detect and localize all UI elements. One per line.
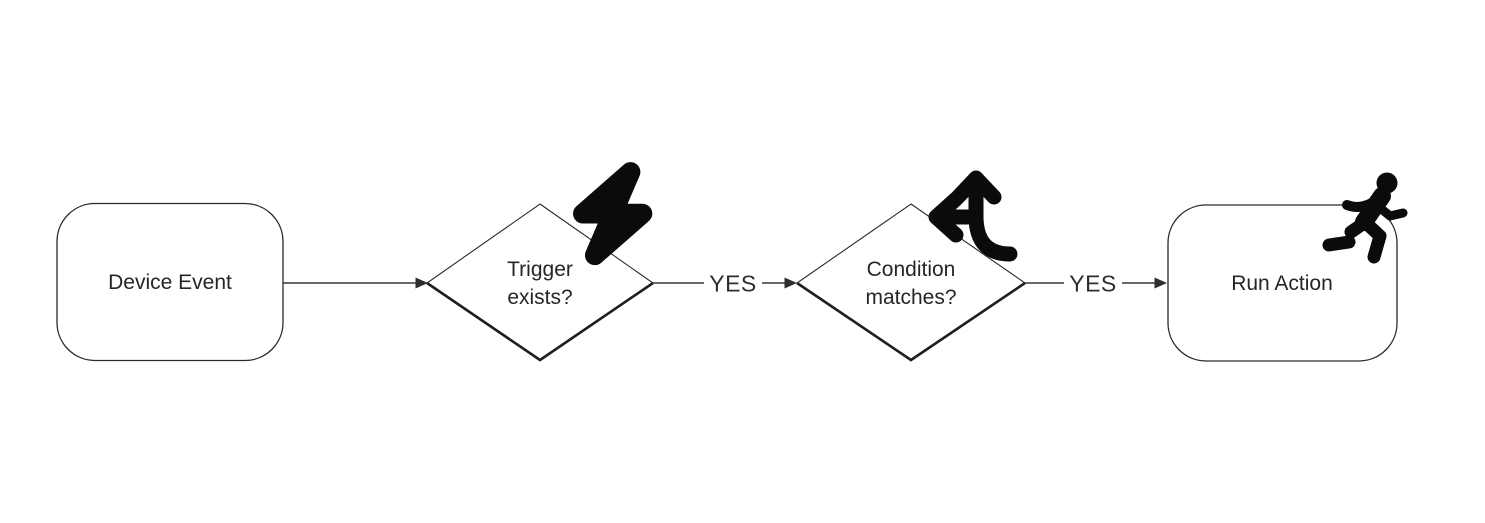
node-label-trigger-exists: Trigger exists? — [507, 258, 573, 309]
diamond-bottom-edge — [426, 281, 654, 362]
person-running-icon — [1322, 172, 1408, 264]
edge-label-yes-2: YES — [1069, 270, 1117, 297]
node-label-run-action: Run Action — [1231, 272, 1333, 296]
arrowhead-icon — [1154, 277, 1167, 289]
split-arrows-icon — [928, 170, 1018, 262]
device-event-node — [56, 202, 284, 362]
edge-label-yes-1: YES — [709, 270, 757, 297]
node-label-condition-matches: Condition matches? — [865, 258, 957, 309]
diamond-bottom-edge — [796, 281, 1026, 362]
lightning-bolt-icon — [573, 162, 653, 266]
node-label-device-event: Device Event — [108, 271, 232, 295]
arrowhead-icon — [415, 277, 428, 289]
arrowhead-icon — [784, 277, 797, 289]
